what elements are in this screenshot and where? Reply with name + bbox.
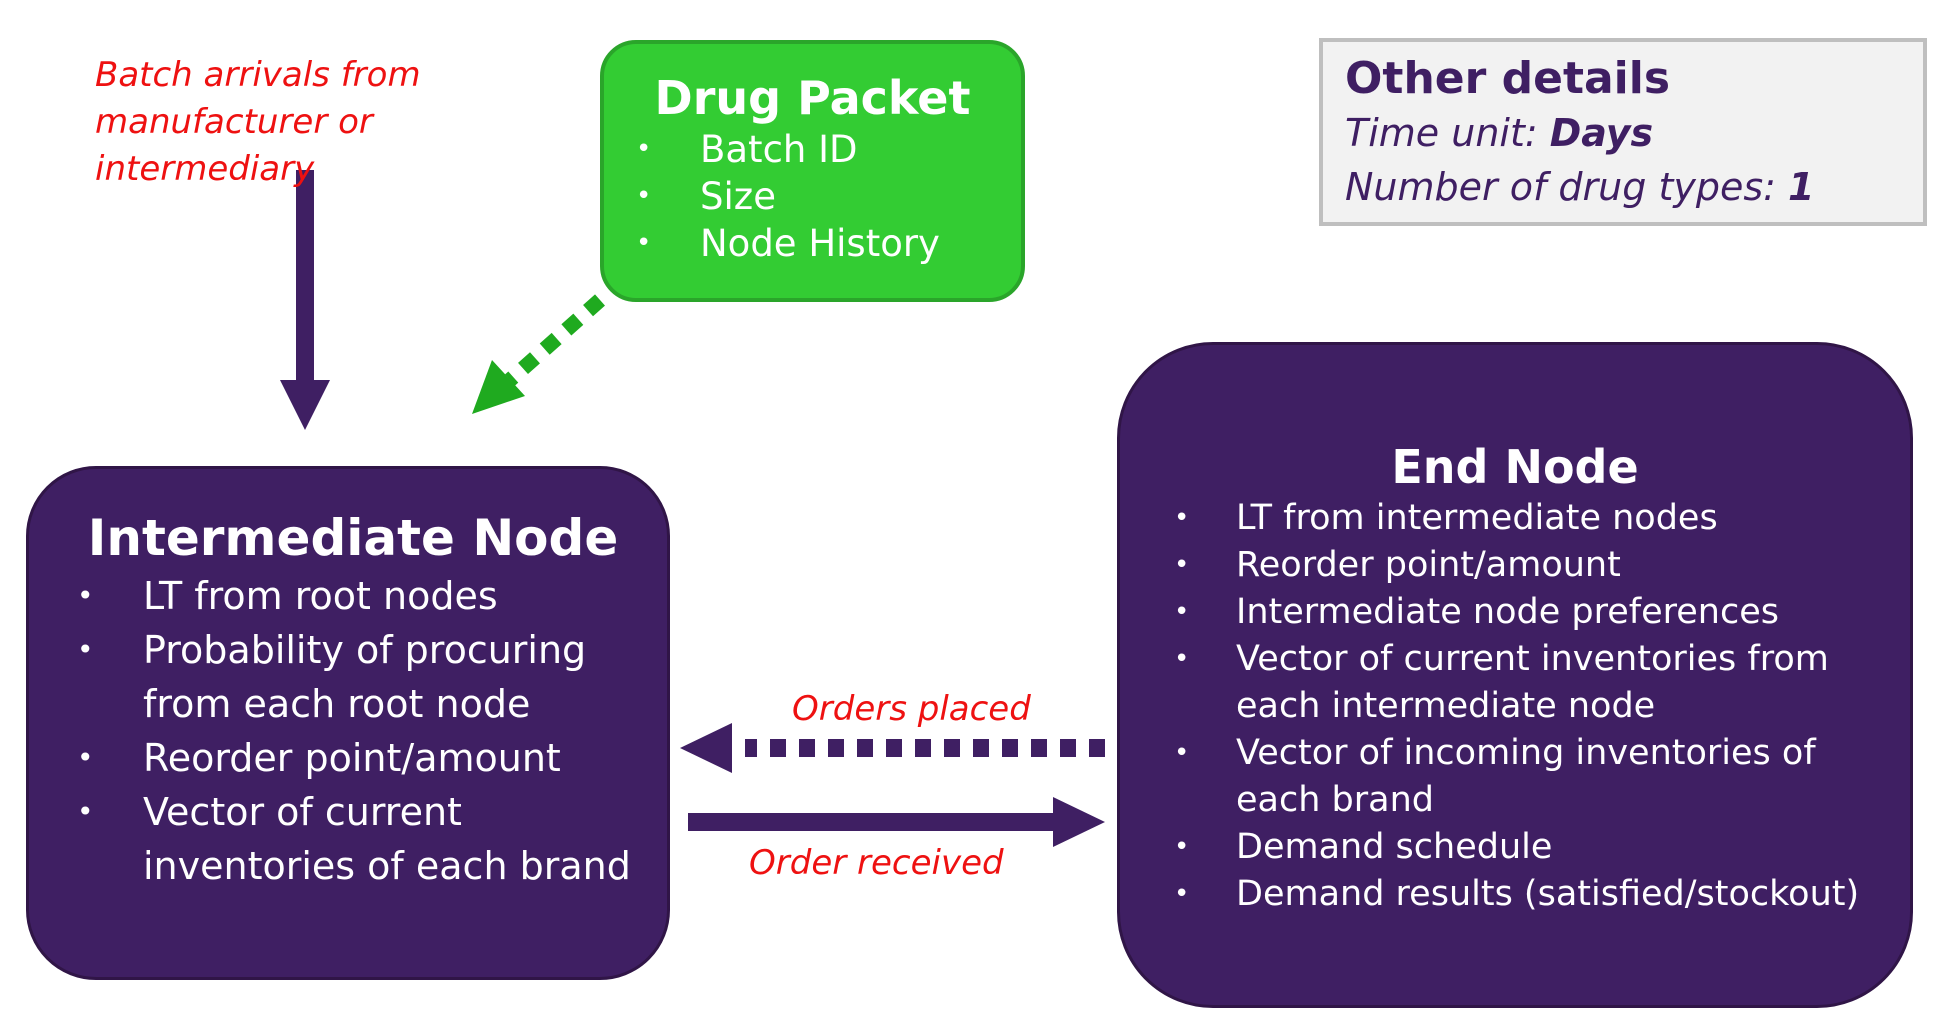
drug-packet-item: Size [604, 173, 1021, 220]
time-unit-line: Time unit: Days [1345, 106, 1923, 160]
intermediate-node-title: Intermediate Node [87, 509, 619, 567]
end-node-item: Demand schedule [1120, 824, 1910, 871]
time-unit-label: Time unit: [1345, 111, 1550, 155]
end-node-item: LT from intermediate nodes [1120, 495, 1910, 542]
end-node-item: Demand results (satisfied/stockout) [1120, 871, 1910, 918]
order-received-label: Order received [749, 843, 1004, 883]
drug-packet-item: Node History [604, 220, 1021, 267]
order-received-arrowhead [1053, 797, 1105, 847]
end-node-item: Vector of incoming inventories of each b… [1120, 730, 1910, 824]
drug-types-label: Number of drug types: [1345, 165, 1789, 209]
end-node-item: Vector of current inventories from each … [1120, 636, 1910, 730]
batch-arrival-arrowhead [280, 380, 330, 430]
intermediate-node-item: Probability of procuring from each root … [29, 623, 667, 731]
intermediate-node-item: Reorder point/amount [29, 731, 667, 785]
intermediate-node-item: LT from root nodes [29, 569, 667, 623]
orders-placed-arrowhead [680, 723, 732, 773]
packet-to-intermediate-arrow-shaft [505, 294, 605, 386]
end-node-item: Reorder point/amount [1120, 542, 1910, 589]
end-node-item: Intermediate node preferences [1120, 589, 1910, 636]
intermediate-node-box: Intermediate Node LT from root nodes Pro… [26, 466, 670, 980]
intermediate-node-attributes: LT from root nodes Probability of procur… [29, 569, 667, 893]
drug-packet-box: Drug Packet Batch ID Size Node History [600, 40, 1025, 302]
drug-packet-attributes: Batch ID Size Node History [604, 126, 1021, 267]
packet-to-intermediate-arrowhead [472, 360, 525, 414]
drug-packet-item: Batch ID [604, 126, 1021, 173]
end-node-attributes: LT from intermediate nodes Reorder point… [1120, 495, 1910, 918]
batch-arrivals-text: Batch arrivals from manufacturer or inte… [95, 55, 421, 189]
other-details-box: Other details Time unit: Days Number of … [1319, 38, 1927, 226]
time-unit-value: Days [1549, 111, 1654, 155]
drug-types-value: 1 [1788, 165, 1815, 209]
drug-packet-title: Drug Packet [654, 71, 971, 125]
drug-types-line: Number of drug types: 1 [1345, 160, 1923, 214]
end-node-box: End Node LT from intermediate nodes Reor… [1117, 342, 1913, 1008]
orders-placed-label: Orders placed [792, 689, 1031, 729]
end-node-title: End Node [1391, 440, 1639, 494]
intermediate-node-item: Vector of current inventories of each br… [29, 785, 667, 893]
other-details-title: Other details [1345, 53, 1671, 104]
batch-arrivals-label: Batch arrivals from manufacturer or inte… [95, 52, 565, 193]
